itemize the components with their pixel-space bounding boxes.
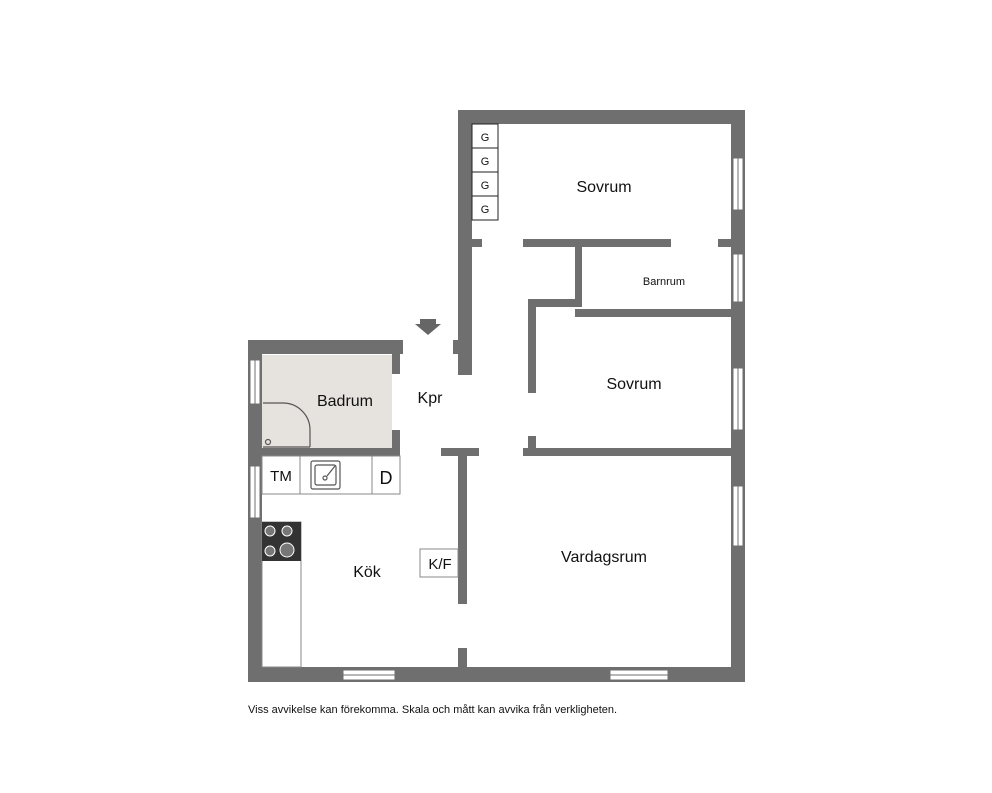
bathroom-floor — [262, 355, 392, 448]
fridge-freezer — [419, 548, 459, 578]
room-label-badrum: Badrum — [317, 393, 373, 410]
wardrobe-label: G — [481, 204, 490, 216]
fixture-label-kf: K/F — [428, 556, 451, 573]
interior-walls — [248, 239, 732, 668]
entrance-arrow-icon — [415, 319, 441, 335]
sink-icon — [310, 460, 341, 490]
fixture-label-d: D — [380, 468, 393, 488]
room-label-sovrum: Sovrum — [606, 376, 661, 393]
wardrobe-label: G — [481, 156, 490, 168]
wardrobe-label: G — [481, 132, 490, 144]
kitchen-counter — [261, 455, 401, 495]
wardrobe-label: G — [481, 180, 490, 192]
room-label-barnrum: Barnrum — [643, 276, 685, 288]
room-label-sovrum: Sovrum — [576, 179, 631, 196]
room-label-kpr: Kpr — [418, 390, 444, 407]
fixture-label-tm: TM — [270, 468, 292, 485]
room-label-vardagsrum: Vardagsrum — [561, 549, 647, 566]
wardrobes — [471, 123, 499, 221]
room-label-kok: Kök — [353, 564, 382, 581]
stove-icon — [262, 522, 301, 561]
disclaimer-text: Viss avvikelse kan förekomma. Skala och … — [248, 704, 618, 716]
windows — [249, 157, 744, 681]
shower-icon — [263, 402, 311, 448]
